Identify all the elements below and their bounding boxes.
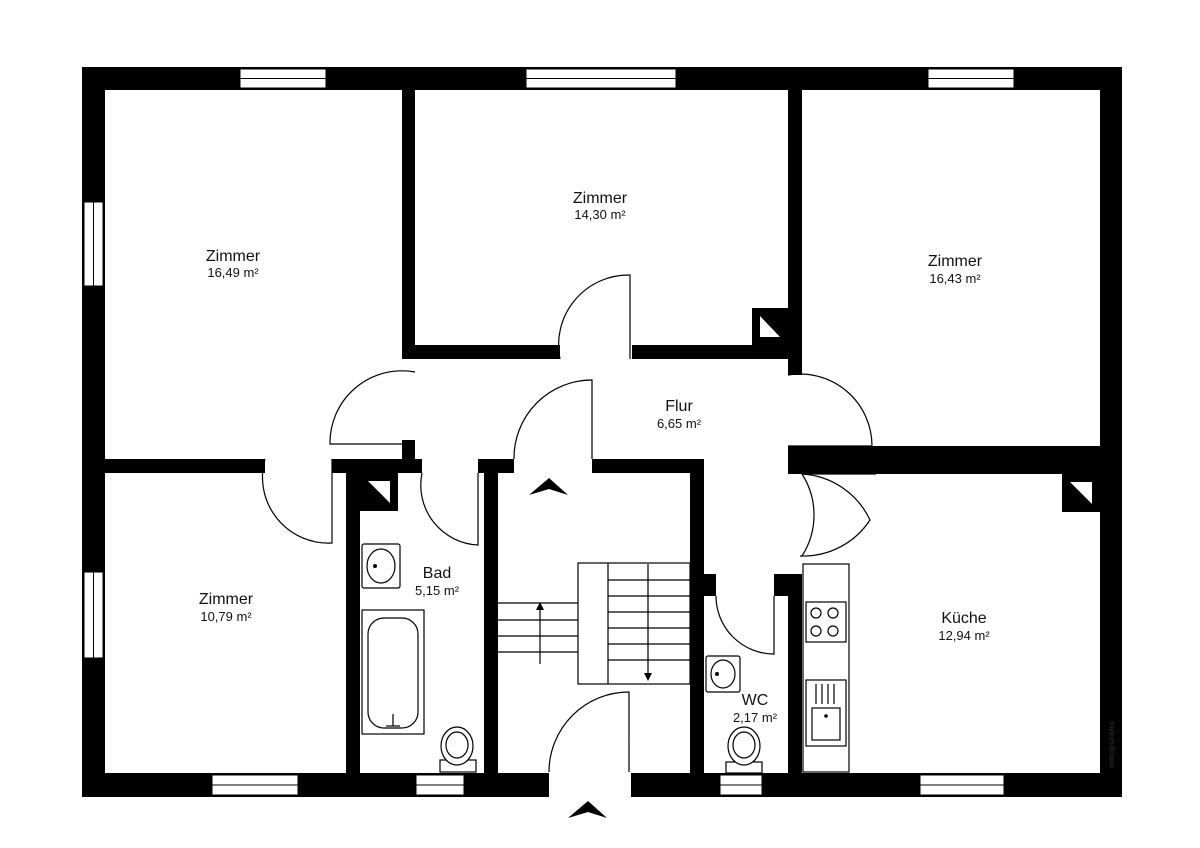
wall-n-flur-right [632, 345, 802, 359]
wall-kueche-top-inner [802, 460, 1100, 474]
wall-sw-bad [346, 459, 360, 773]
stove-icon [805, 601, 847, 643]
room-name-zimmer-nw: Zimmer [206, 248, 261, 265]
wall-flur-kueche-upper [788, 446, 802, 474]
wall-ne-kueche [788, 446, 1100, 460]
window-top-n [525, 68, 677, 89]
shaft-marks [368, 316, 1092, 504]
wc-toilet-icon [725, 726, 763, 774]
bad-sink-icon [361, 543, 401, 589]
room-name-bad: Bad [423, 565, 451, 582]
wc-fixtures [705, 655, 763, 774]
door-kueche-arc [799, 473, 871, 557]
room-name-zimmer-sw: Zimmer [199, 591, 254, 608]
room-area-zimmer-n: 14,30 m² [574, 207, 626, 222]
door-zimmer-nw [329, 370, 416, 445]
window-bottom-wc [719, 774, 763, 796]
wall-wc-kueche-stub [774, 574, 802, 596]
kitchen-sink-icon [805, 679, 847, 747]
wall-nw-n [402, 90, 415, 355]
exterior-wall-right [1100, 67, 1122, 797]
doors [261, 274, 876, 773]
room-area-zimmer-ne: 16,43 m² [929, 271, 981, 286]
stairs [498, 562, 691, 685]
room-area-kueche: 12,94 m² [938, 628, 990, 643]
room-area-zimmer-sw: 10,79 m² [200, 609, 252, 624]
wall-wc-stub [704, 574, 716, 596]
wall-stairs-top [592, 459, 704, 473]
room-name-flur: Flur [665, 398, 693, 415]
walls [82, 67, 1122, 797]
room-area-wc: 2,17 m² [733, 710, 778, 725]
wall-nw-sw-left [105, 459, 265, 473]
arrow-stairwell-icon [529, 478, 568, 495]
windows [83, 68, 1015, 796]
exterior-wall-left [82, 67, 105, 797]
room-name-kueche: Küche [941, 610, 986, 627]
window-bottom-bad [415, 774, 465, 796]
door-zimmer-ne [787, 373, 873, 447]
door-zimmer-sw [261, 458, 333, 544]
room-name-wc: WC [742, 692, 769, 709]
wall-bad-top-right [478, 459, 514, 473]
wall-wc-kueche [788, 574, 802, 773]
door-wc [715, 595, 775, 655]
arrow-entrance-icon [568, 801, 607, 818]
window-bottom-sw [211, 774, 299, 796]
window-left-sw [83, 571, 104, 659]
credit-label: Immogrundriss [1109, 721, 1116, 768]
room-name-zimmer-n: Zimmer [573, 190, 628, 207]
stair-landing [577, 562, 691, 685]
door-zimmer-n [557, 274, 631, 360]
wall-stairs-wc [690, 459, 704, 773]
door-kueche [801, 473, 876, 557]
wall-n-flur-left [402, 345, 560, 359]
wall-flur-ne-left [788, 359, 802, 375]
door-stairwell [513, 379, 593, 460]
room-labels: Zimmer 16,49 m² Zimmer 14,30 m² Zimmer 1… [199, 190, 1116, 768]
window-top-ne [927, 68, 1015, 89]
bad-fixtures [361, 543, 477, 773]
entrance-opening [549, 772, 631, 798]
wall-bad-top [346, 459, 422, 473]
room-area-bad: 5,15 m² [415, 583, 460, 598]
door-entrance [548, 691, 630, 773]
door-bad [420, 472, 479, 546]
window-top-nw [239, 68, 327, 89]
window-left-nw [83, 201, 104, 287]
bathtub-icon [361, 609, 425, 735]
wall-n-ne [788, 90, 802, 375]
wc-sink-icon [705, 655, 741, 693]
window-bottom-kueche [919, 774, 1005, 796]
room-area-zimmer-nw: 16,49 m² [207, 265, 259, 280]
wall-bad-stairs [484, 459, 498, 773]
kueche-fixtures [802, 563, 850, 773]
room-name-zimmer-ne: Zimmer [928, 253, 983, 270]
room-area-flur: 6,65 m² [657, 416, 702, 431]
bad-toilet-icon [439, 726, 477, 773]
